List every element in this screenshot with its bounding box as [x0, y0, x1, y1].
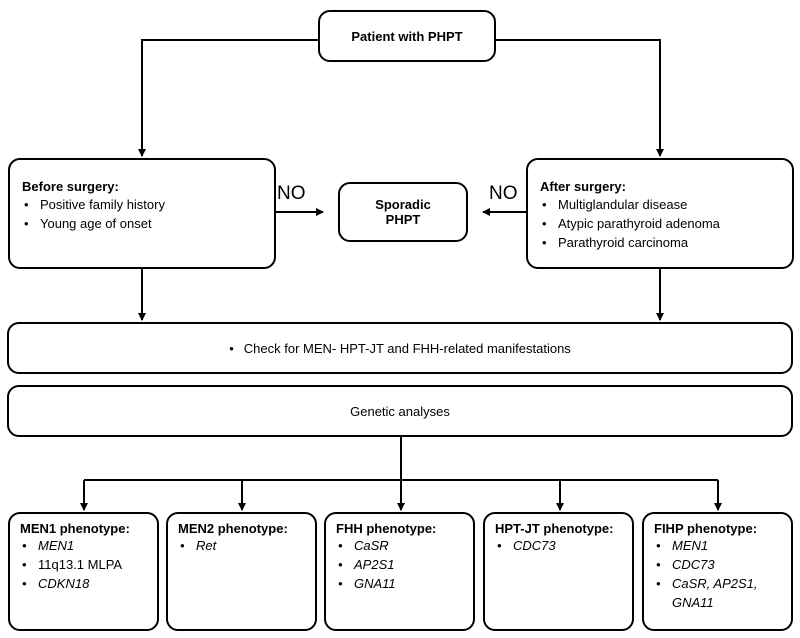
gene-item: 11q13.1 MLPA	[20, 555, 157, 574]
phenotype-title: MEN1 phenotype:	[20, 521, 130, 536]
gene-item: CaSR	[336, 536, 473, 555]
genetic-analyses-box: Genetic analyses	[7, 385, 793, 437]
before-item: Positive family history	[22, 195, 274, 214]
before-surgery-box: Before surgery: Positive family history …	[8, 158, 276, 269]
phenotype-box-men1: MEN1 phenotype: MEN1 11q13.1 MLPA CDKN18	[8, 512, 159, 631]
genetic-analyses-text: Genetic analyses	[350, 403, 450, 419]
sporadic-line1: Sporadic	[375, 197, 431, 212]
no-label-left: NO	[277, 183, 306, 204]
phenotype-box-fhh: FHH phenotype: CaSR AP2S1 GNA11	[324, 512, 475, 631]
phenotype-title: FHH phenotype:	[336, 521, 437, 536]
check-bullet: •	[229, 340, 234, 356]
gene-item: CDC73	[495, 536, 632, 555]
phenotype-title: FIHP phenotype:	[654, 521, 758, 536]
after-surgery-box: After surgery: Multiglandular disease At…	[526, 158, 794, 269]
gene-item: CDKN18	[20, 574, 157, 593]
phenotype-title: HPT-JT phenotype:	[495, 521, 614, 536]
sporadic-box: Sporadic PHPT	[338, 182, 468, 242]
gene-item: CaSR, AP2S1, GNA11	[654, 574, 791, 612]
after-item: Atypic parathyroid adenoma	[540, 214, 792, 233]
check-text: Check for MEN- HPT-JT and FHH-related ma…	[243, 340, 571, 356]
phenotype-box-fihp: FIHP phenotype: MEN1 CDC73 CaSR, AP2S1, …	[642, 512, 793, 631]
gene-item: CDC73	[654, 555, 791, 574]
after-item: Multiglandular disease	[540, 195, 792, 214]
gene-item: AP2S1	[336, 555, 473, 574]
after-item: Parathyroid carcinoma	[540, 233, 792, 252]
gene-item: MEN1	[654, 536, 791, 555]
gene-item: MEN1	[20, 536, 157, 555]
sporadic-line2: PHPT	[385, 212, 421, 227]
no-label-right: NO	[489, 183, 518, 204]
arrow-top-to-before	[138, 39, 318, 157]
arrow-top-to-after	[496, 39, 664, 157]
before-surgery-title: Before surgery:	[22, 179, 119, 194]
phenotype-box-men2: MEN2 phenotype: Ret	[166, 512, 317, 631]
patient-box: Patient with PHPT	[318, 10, 496, 62]
before-item: Young age of onset	[22, 214, 274, 233]
phenotype-box-hptjt: HPT-JT phenotype: CDC73	[483, 512, 634, 631]
gene-item: GNA11	[336, 574, 473, 593]
patient-title: Patient with PHPT	[351, 28, 463, 44]
phenotype-title: MEN2 phenotype:	[178, 521, 288, 536]
gene-item: Ret	[178, 536, 315, 555]
after-surgery-title: After surgery:	[540, 179, 626, 194]
check-box: • Check for MEN- HPT-JT and FHH-related …	[7, 322, 793, 374]
